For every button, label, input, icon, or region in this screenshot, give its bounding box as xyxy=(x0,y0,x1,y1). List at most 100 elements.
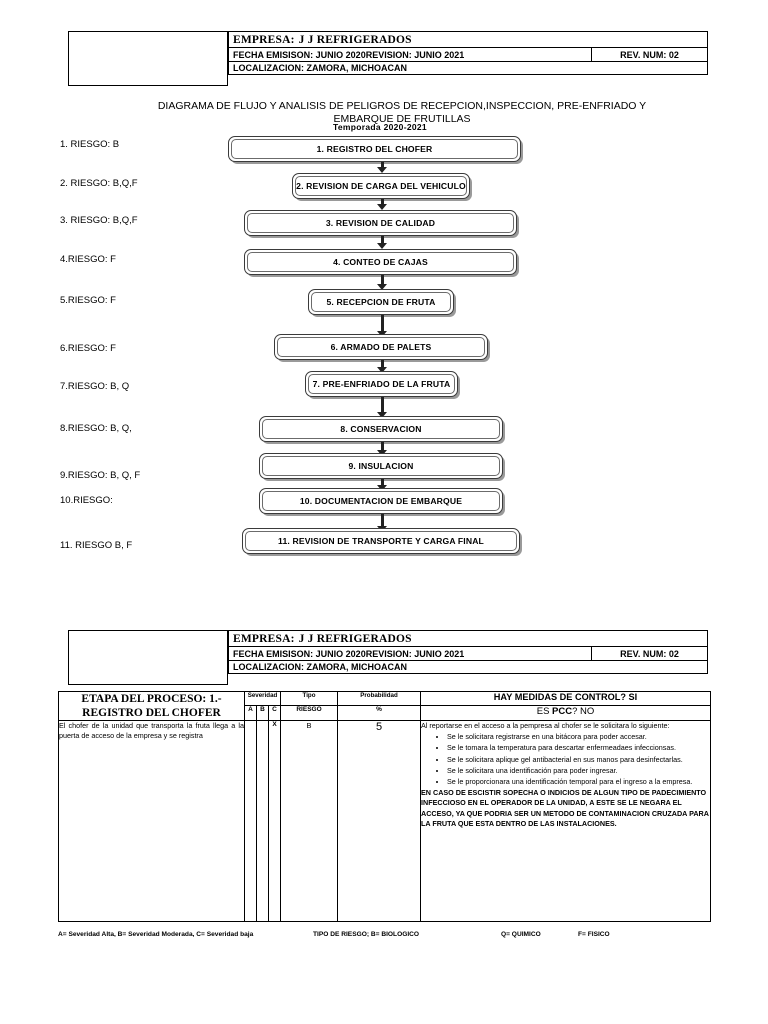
etapa-descripcion: El chofer de la unidad que transporta la… xyxy=(58,720,245,922)
es-pcc-header: ES PCC? NO xyxy=(420,704,712,722)
header-rows-2: EMPRESA: J J REFRIGERADOS FECHA EMISISON… xyxy=(228,630,708,674)
header-row-empresa-2: EMPRESA: J J REFRIGERADOS xyxy=(228,630,708,646)
table-header-row-1: ETAPA DEL PROCESO: 1.-REGISTRO DEL CHOFE… xyxy=(58,691,712,721)
flow-step-5-label: 5. RECEPCION DE FRUTA xyxy=(326,297,436,307)
risk-label-5: 5.RIESGO: F xyxy=(60,295,116,306)
es-pcc-prefix: ES xyxy=(536,705,553,717)
flow-step-7-label: 7. PRE-ENFRIADO DE LA FRUTA xyxy=(312,379,451,389)
risk-label-4: 4.RIESGO: F xyxy=(60,254,116,265)
revision-fecha-2: REVISION: JUNIO 2021 xyxy=(365,648,465,659)
control-intro: Al reportarse en el acceso a la pempresa… xyxy=(421,721,670,730)
flow-step-11[interactable]: 11. REVISION DE TRANSPORTE Y CARGA FINAL xyxy=(242,528,520,554)
list-item: Se le solicitara registrarse en una bitá… xyxy=(447,732,710,742)
flow-step-4[interactable]: 4. CONTEO DE CAJAS xyxy=(244,249,517,275)
col-a-header: A xyxy=(244,704,257,722)
empresa-name-2: J J REFRIGERADOS xyxy=(298,632,412,645)
risk-label-6: 6.RIESGO: F xyxy=(60,343,116,354)
header-row-fecha-2: FECHA EMISISON: JUNIO 2020 REVISION: JUN… xyxy=(228,646,708,660)
risk-label-3: 3. RIESGO: B,Q,F xyxy=(60,215,138,226)
risk-label-7: 7.RIESGO: B, Q xyxy=(60,381,130,392)
flow-step-6[interactable]: 6. ARMADO DE PALETS xyxy=(274,334,488,360)
flow-arrow-1 xyxy=(377,162,388,173)
flow-step-3-label: 3. REVISION DE CALIDAD xyxy=(325,218,436,228)
list-item: Se le proporcionara una identificación t… xyxy=(447,777,710,787)
list-item: Se le tomara la temperatura para descart… xyxy=(447,743,710,753)
empresa-label: EMPRESA: xyxy=(233,33,295,46)
header-row-localizacion-2: LOCALIZACION: ZAMORA, MICHOACAN xyxy=(228,660,708,674)
table-row: El chofer de la unidad que transporta la… xyxy=(58,720,712,922)
control-bullet-list: Se le solicitara registrarse en una bitá… xyxy=(421,732,710,787)
severidad-b-cell[interactable] xyxy=(256,720,269,922)
flow-step-10[interactable]: 10. DOCUMENTACION DE EMBARQUE xyxy=(259,488,503,514)
list-item: Se le solicitara una identificación para… xyxy=(447,766,710,776)
risk-label-9: 9.RIESGO: B, Q, F xyxy=(60,470,141,481)
medidas-control-header: HAY MEDIDAS DE CONTROL? SI xyxy=(420,691,712,706)
table-header-row-2: A B C RIESGO % ES PCC? NO xyxy=(59,704,712,722)
flow-step-8-label: 8. CONSERVACION xyxy=(340,424,422,434)
flow-step-4-label: 4. CONTEO DE CAJAS xyxy=(333,257,428,267)
header-rows: EMPRESA: J J REFRIGERADOS FECHA EMISISON… xyxy=(228,31,708,75)
revision-fecha: REVISION: JUNIO 2021 xyxy=(365,49,465,60)
flow-step-2-label: 2. REVISION DE CARGA DEL VEHICULO xyxy=(296,181,466,191)
flow-step-8[interactable]: 8. CONSERVACION xyxy=(259,416,503,442)
legend-quimico: Q= QUIMICO xyxy=(501,931,541,938)
fecha-emision-2: FECHA EMISISON: JUNIO 2020 xyxy=(233,648,366,659)
probabilidad-header: Probabilidad xyxy=(337,691,422,706)
legend-tipo-riesgo: TIPO DE RIESGO; B= BIOLOGICO xyxy=(313,931,420,938)
logo-placeholder-box xyxy=(68,31,228,86)
flow-arrow-4 xyxy=(377,275,388,290)
localizacion-2: LOCALIZACION: ZAMORA, MICHOACAN xyxy=(233,662,407,672)
flow-arrow-6 xyxy=(377,360,388,373)
flow-step-1-label: 1. REGISTRO DEL CHOFER xyxy=(316,144,433,154)
flow-arrow-3 xyxy=(377,236,388,249)
risk-label-2: 2. RIESGO: B,Q,F xyxy=(60,178,138,189)
pct-header: % xyxy=(337,704,422,722)
risk-label-8: 8.RIESGO: B, Q, xyxy=(60,423,132,434)
header-row-fecha: FECHA EMISISON: JUNIO 2020 REVISION: JUN… xyxy=(228,47,708,61)
pcc-bold: PCC xyxy=(552,705,573,717)
flow-step-1[interactable]: 1. REGISTRO DEL CHOFER xyxy=(228,136,521,162)
risk-label-1: 1. RIESGO: B xyxy=(60,139,120,150)
flow-step-9-label: 9. INSULACION xyxy=(348,461,414,471)
tipo-riesgo-cell: B xyxy=(280,720,339,922)
risk-label-10: 10.RIESGO: xyxy=(60,495,113,506)
tipo-header: Tipo xyxy=(280,691,339,706)
empresa-name: J J REFRIGERADOS xyxy=(298,33,412,46)
header-row-localizacion: LOCALIZACION: ZAMORA, MICHOACAN xyxy=(228,61,708,75)
legend-fisico: F= FISICO xyxy=(578,931,610,938)
riesgo-header: RIESGO xyxy=(280,704,339,722)
flow-step-2[interactable]: 2. REVISION DE CARGA DEL VEHICULO xyxy=(292,173,470,199)
empresa-label-2: EMPRESA: xyxy=(233,632,295,645)
flow-arrow-2 xyxy=(377,199,388,210)
legend: A= Severidad Alta, B= Severidad Moderada… xyxy=(58,931,718,938)
flow-step-11-label: 11. REVISION DE TRANSPORTE Y CARGA FINAL xyxy=(278,536,484,546)
probabilidad-cell: 5 xyxy=(337,720,422,922)
diagram-temporada: Temporada 2020-2021 xyxy=(333,122,427,132)
flow-step-3[interactable]: 3. REVISION DE CALIDAD xyxy=(244,210,517,236)
etapa-header: ETAPA DEL PROCESO: 1.-REGISTRO DEL CHOFE… xyxy=(58,691,245,721)
rev-num-2: REV. NUM: 02 xyxy=(591,647,707,660)
risk-label-11: 11. RIESGO B, F xyxy=(60,540,133,551)
list-item: Se le solicitara aplique gel antibacteri… xyxy=(447,755,710,765)
flow-step-9[interactable]: 9. INSULACION xyxy=(259,453,503,479)
flow-step-5[interactable]: 5. RECEPCION DE FRUTA xyxy=(308,289,454,315)
col-c-header: C xyxy=(267,704,282,722)
es-pcc-suffix: ? NO xyxy=(572,705,595,717)
rev-num: REV. NUM: 02 xyxy=(591,48,707,61)
medidas-control-cell: Al reportarse en el acceso a la pempresa… xyxy=(420,720,712,922)
header-row-empresa: EMPRESA: J J REFRIGERADOS xyxy=(228,31,708,47)
logo-placeholder-box-2 xyxy=(68,630,228,685)
fecha-emision: FECHA EMISISON: JUNIO 2020 xyxy=(233,49,366,60)
severidad-a-cell[interactable] xyxy=(244,720,257,922)
col-b-header: B xyxy=(256,704,269,722)
flow-step-10-label: 10. DOCUMENTACION DE EMBARQUE xyxy=(299,496,463,506)
severidad-header: Severidad xyxy=(243,691,282,706)
control-note: EN CASO DE ESCISTIR SOPECHA O INDICIOS D… xyxy=(421,788,709,828)
severidad-c-cell[interactable]: X xyxy=(267,720,282,922)
localizacion: LOCALIZACION: ZAMORA, MICHOACAN xyxy=(233,63,407,73)
flow-step-7[interactable]: 7. PRE-ENFRIADO DE LA FRUTA xyxy=(305,371,458,397)
flow-arrow-7 xyxy=(377,397,388,418)
flow-step-6-label: 6. ARMADO DE PALETS xyxy=(330,342,432,352)
diagram-title: DIAGRAMA DE FLUJO Y ANALISIS DE PELIGROS… xyxy=(157,100,647,125)
